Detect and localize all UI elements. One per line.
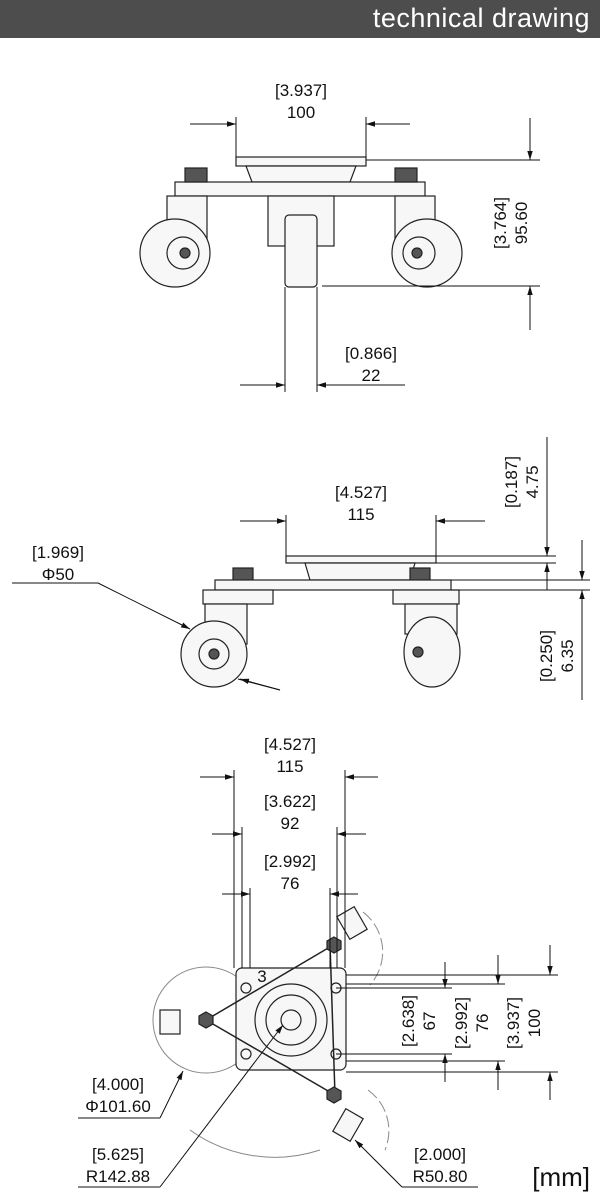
top-w3-in: [2.992] xyxy=(264,852,316,871)
title-bar: technical drawing xyxy=(0,0,600,38)
top-h3-in: [3.937] xyxy=(504,997,523,1049)
top-h3-mm: 100 xyxy=(525,1009,544,1037)
front-height-in: [3.764] xyxy=(491,197,510,249)
bolt-right xyxy=(394,167,418,183)
nut-top xyxy=(326,936,342,954)
top-radius-small-in: [2.000] xyxy=(414,1145,466,1164)
side-base-in: [0.250] xyxy=(537,630,556,682)
side-wheel-diameter-mm: Φ50 xyxy=(42,565,74,584)
side-view: [4.527] 115 [0.187] 4.75 [0.250] 6.35 [1… xyxy=(12,437,590,700)
top-circle-mm: Φ101.60 xyxy=(85,1097,151,1116)
side-base-mm: 6.35 xyxy=(558,639,577,672)
bearing-housing xyxy=(245,165,357,183)
front-wheel-width-mm: 22 xyxy=(362,366,381,385)
side-plate-in: [0.187] xyxy=(502,456,521,508)
hole-marker: 3 xyxy=(257,967,266,986)
top-w2-mm: 92 xyxy=(281,814,300,833)
nut-bottom xyxy=(326,1086,342,1104)
top-h2-mm: 76 xyxy=(473,1014,492,1033)
caster-stub-left xyxy=(159,1009,181,1035)
center-wheel xyxy=(284,214,318,288)
top-view: 3 [4.527] 115 [3.622] 92 [2.992] 76 xyxy=(78,735,558,1188)
base-frame xyxy=(174,181,426,197)
side-width-mm: 115 xyxy=(347,505,374,524)
front-wheel-width-in: [0.866] xyxy=(345,344,397,363)
top-w1-in: [4.527] xyxy=(264,735,316,754)
side-plate-mm: 4.75 xyxy=(523,465,542,498)
front-width-in: [3.937] xyxy=(275,81,327,100)
side-base-frame xyxy=(214,579,452,591)
top-radius-large-mm: R142.88 xyxy=(86,1167,150,1186)
bolt-left xyxy=(184,167,208,183)
side-right-top xyxy=(392,589,460,605)
top-h1-in: [2.638] xyxy=(399,995,418,1047)
top-radius-large-in: [5.625] xyxy=(92,1145,144,1164)
side-left-top xyxy=(202,589,274,605)
caster-stub-top xyxy=(336,905,368,941)
top-h2-in: [2.992] xyxy=(452,997,471,1049)
top-w3-mm: 76 xyxy=(281,874,300,893)
front-height-mm: 95.60 xyxy=(512,202,531,245)
side-bearing-housing xyxy=(304,562,416,581)
front-view: [3.937] 100 [3.764] 95.60 [0.866] 22 xyxy=(139,81,540,392)
front-width-mm: 100 xyxy=(287,103,315,122)
top-w2-in: [3.622] xyxy=(264,792,316,811)
nut-left xyxy=(198,1011,214,1029)
side-wheel-diameter-in: [1.969] xyxy=(32,543,84,562)
top-radius-small-mm: R50.80 xyxy=(413,1167,468,1186)
top-w1-mm: 115 xyxy=(276,757,303,776)
mount-plate xyxy=(235,156,367,167)
page-title: technical drawing xyxy=(372,3,590,33)
top-h1-mm: 67 xyxy=(420,1012,439,1031)
side-width-in: [4.527] xyxy=(335,483,387,502)
caster-stub-bottom xyxy=(332,1107,364,1143)
side-right-wheel xyxy=(403,616,461,688)
units-label: [mm] xyxy=(532,1162,590,1192)
side-mount-plate xyxy=(285,555,437,564)
top-circle-in: [4.000] xyxy=(92,1075,144,1094)
